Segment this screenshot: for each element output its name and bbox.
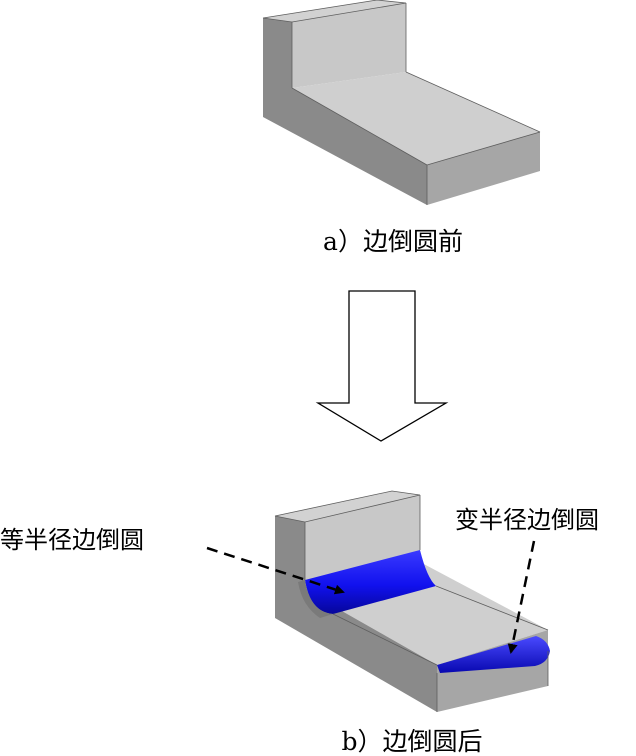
label-variable-radius: 变半径边倒圆 [455,506,599,534]
caption-before: a）边倒圆前 [323,227,463,256]
label-constant-radius: 等半径边倒圆 [0,526,144,554]
block-before-fillet [262,0,541,205]
caption-after: b）边倒圆后 [341,727,482,756]
wall-top-face [275,491,420,522]
leader-variable-radius [507,540,536,654]
base-front-face [427,132,540,205]
constant-radius-fillet [305,550,436,614]
block-after-fillet [274,490,550,712]
wall-front-face [292,3,406,88]
down-arrow [315,290,449,442]
left-side-face [275,516,437,712]
leader-constant-radius [206,546,345,595]
wall-top-face [263,0,406,22]
left-side-face [263,18,427,205]
variable-radius-fillet [437,636,550,673]
base-top-face [292,72,540,165]
fillet-side-profile [298,580,333,618]
